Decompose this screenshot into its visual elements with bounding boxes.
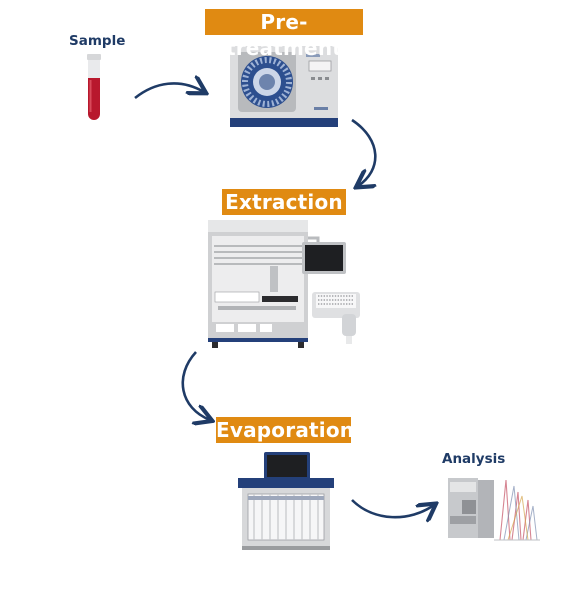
pretreatment-instrument-icon [230,46,338,127]
evaporation-instrument-icon [238,452,334,550]
arrow-extraction-to-evaporation [181,351,210,420]
arrow-sample-to-pretreatment [134,83,204,100]
analysis-label: Analysis [442,451,506,467]
analysis-instrument-icon [448,478,540,541]
pretreatment-label: Pre-treatment [205,9,363,60]
evaporation-label: Evaporation [216,417,355,443]
arrow-pretreatment-to-extraction [351,118,375,186]
arrow-evaporation-to-analysis [351,499,434,517]
sample-tube-icon [87,54,101,120]
extraction-instrument-icon [208,220,360,348]
sample-label: Sample [69,33,126,49]
extraction-label: Extraction [222,189,346,215]
